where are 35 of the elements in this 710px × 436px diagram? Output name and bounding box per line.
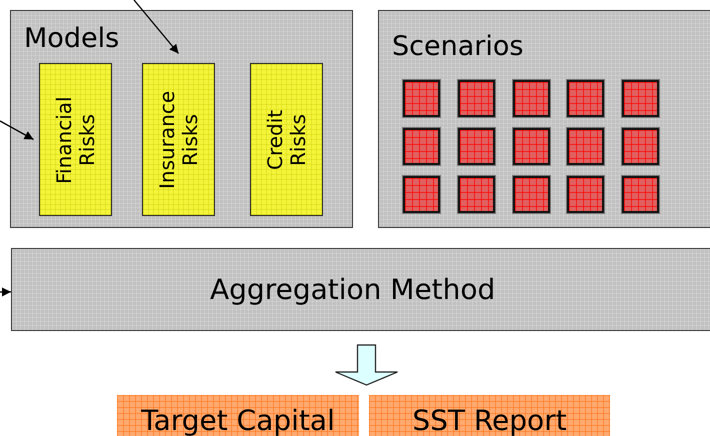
risk-box (39, 63, 112, 216)
scenario-square (513, 80, 550, 117)
scenario-square (567, 80, 604, 117)
scenario-square (622, 176, 659, 213)
arrow (0, 287, 11, 296)
scenario-square (458, 80, 495, 117)
arrow (0, 120, 34, 140)
scenario-square (567, 128, 604, 165)
scenarios-panel (378, 10, 710, 228)
block-arrow (334, 344, 398, 386)
scenario-square (513, 176, 550, 213)
risk-box (142, 63, 215, 216)
box-label: Target Capital (141, 404, 335, 436)
box-label: Insurance Risks (156, 89, 202, 191)
scenario-square (403, 176, 440, 213)
risk-box (250, 63, 323, 216)
scenario-square (567, 176, 604, 213)
arrow (134, 0, 179, 54)
scenario-square (403, 80, 440, 117)
box-label: SST Report (412, 404, 567, 436)
scenario-square (458, 128, 495, 165)
panel-title: Scenarios (392, 31, 524, 62)
box-label: Aggregation Method (210, 273, 496, 306)
scenario-square (622, 128, 659, 165)
box-label: Financial Risks (52, 94, 98, 186)
panel-title: Models (24, 23, 120, 54)
scenario-square (458, 176, 495, 213)
aggregation-box (11, 248, 710, 331)
scenario-square (513, 128, 550, 165)
box-label: Credit Risks (264, 108, 310, 172)
output-box (369, 395, 610, 436)
output-box (117, 395, 359, 436)
scenario-square (403, 128, 440, 165)
scenario-square (622, 80, 659, 117)
models-panel (10, 10, 353, 228)
